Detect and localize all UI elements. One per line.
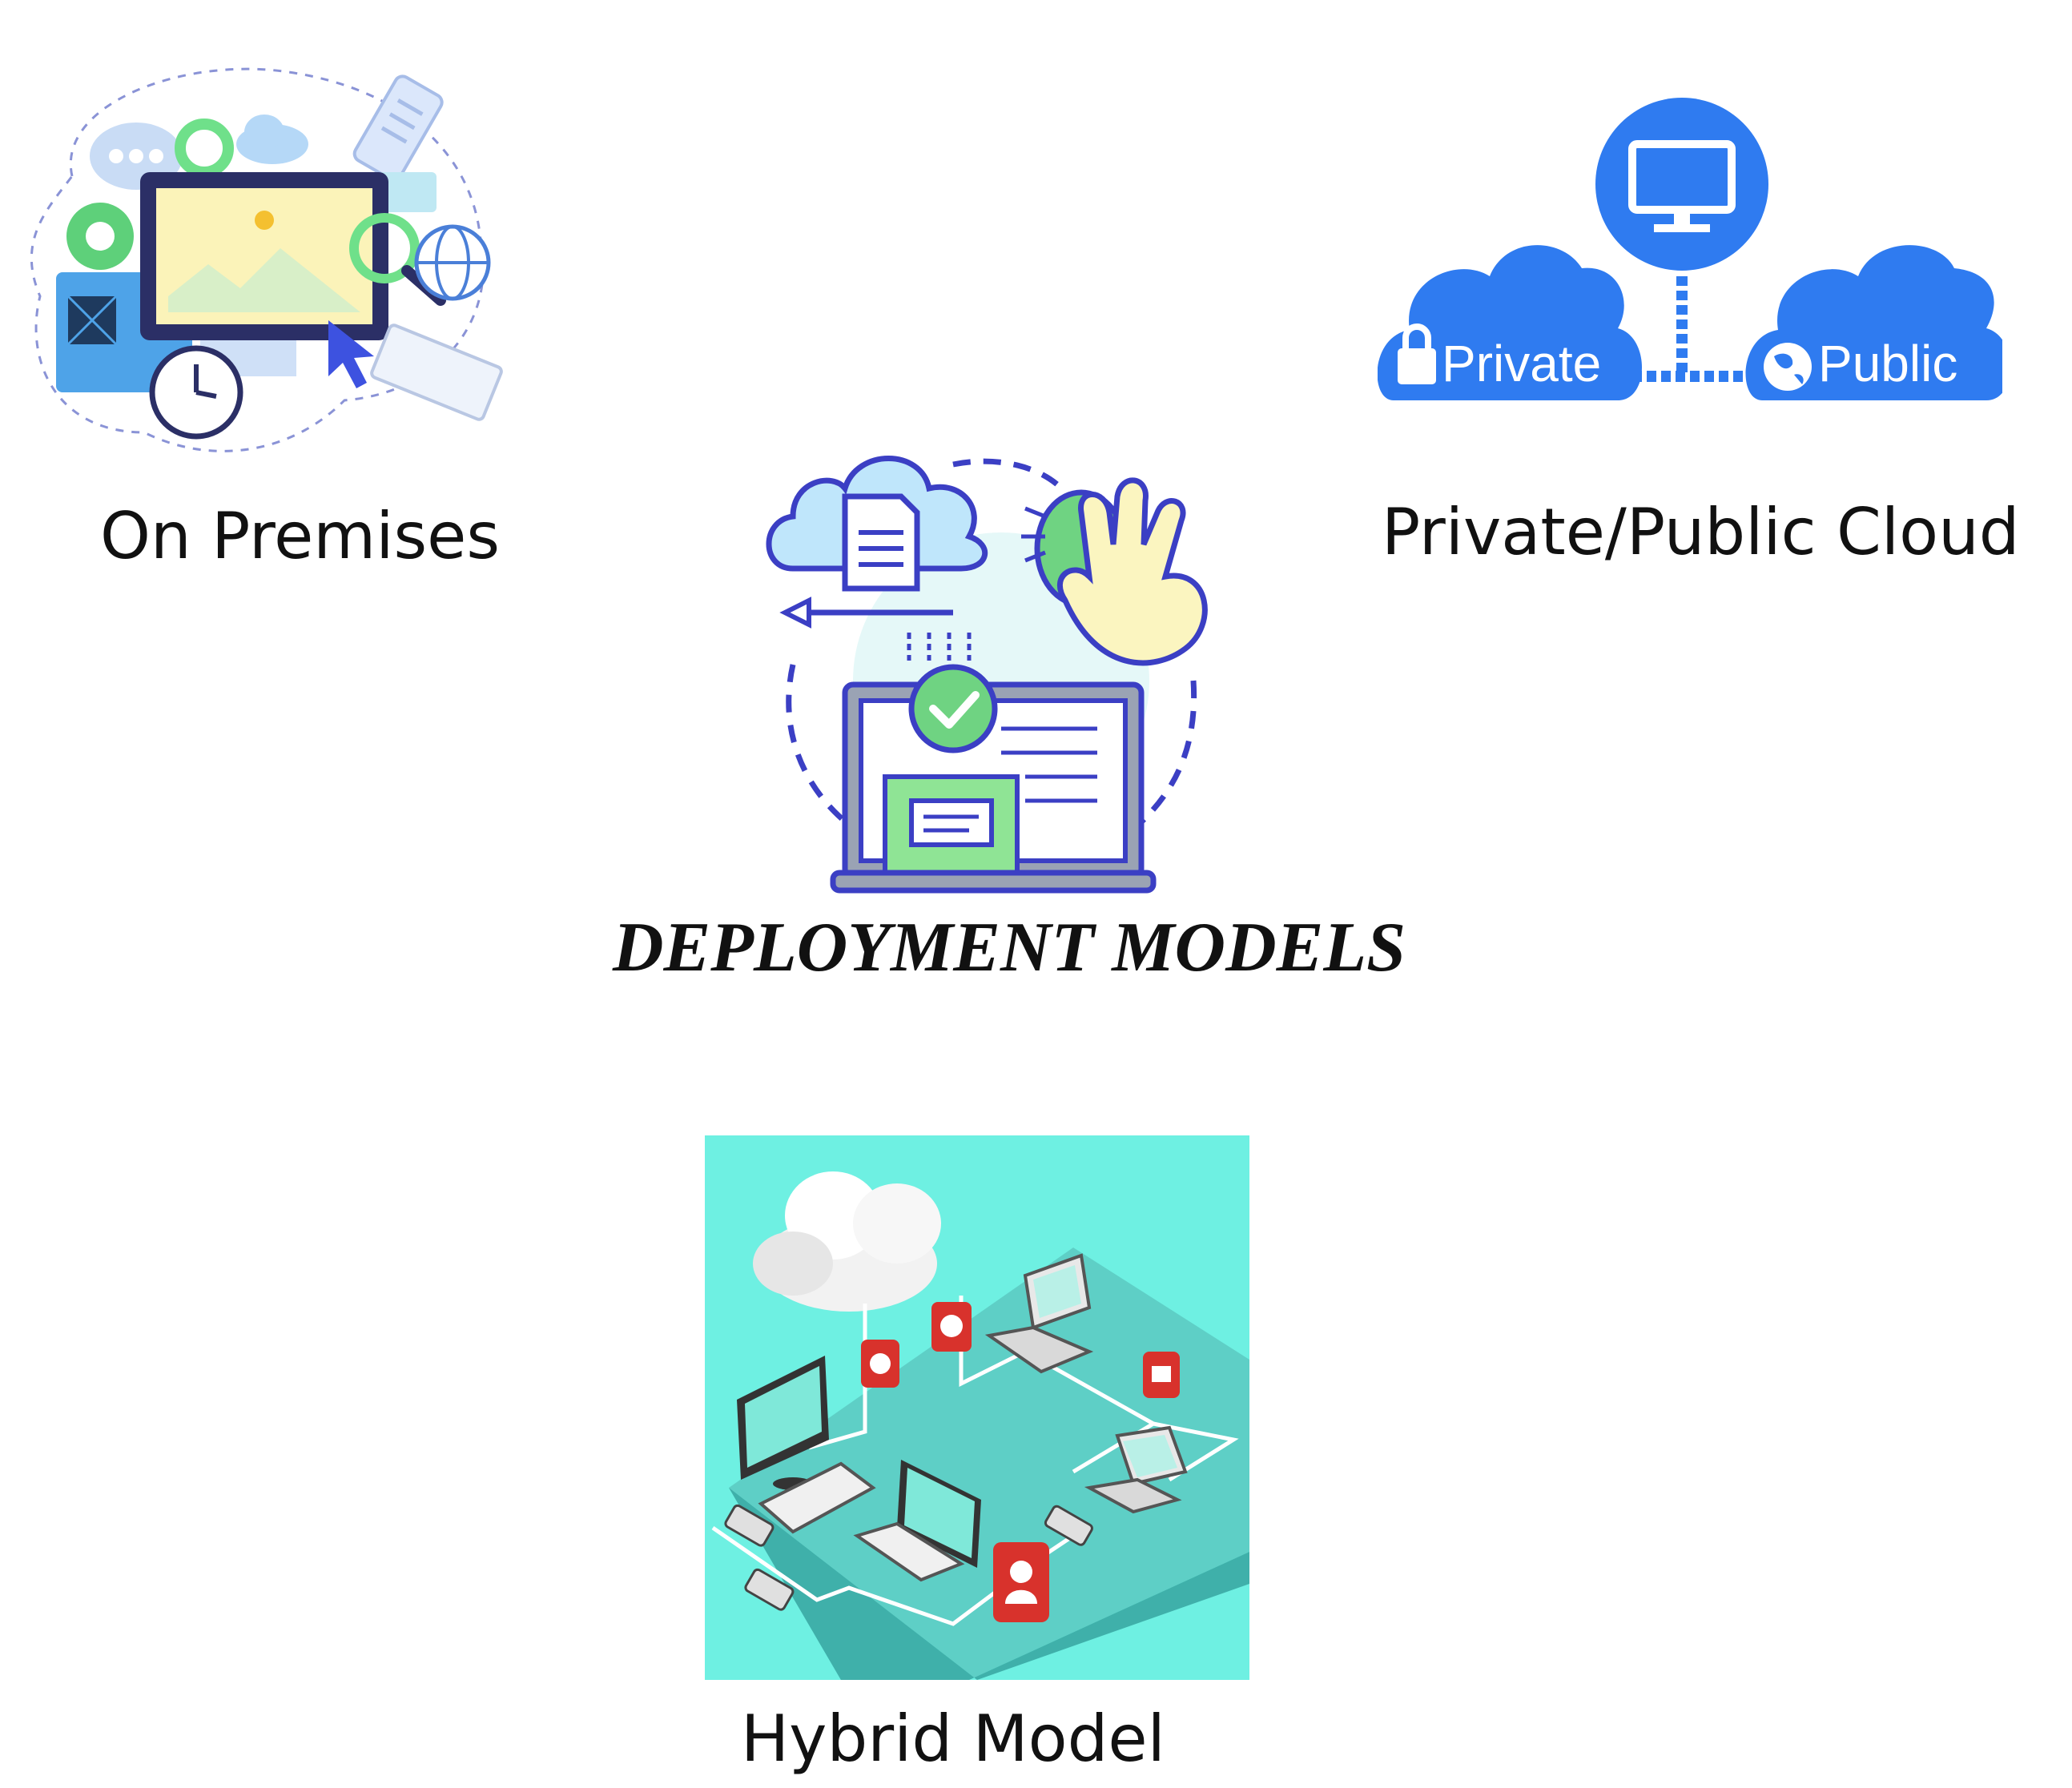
monitor-icon bbox=[737, 1356, 876, 1534]
globe-icon bbox=[414, 224, 491, 301]
user-badge-icon bbox=[993, 1542, 1049, 1622]
private-public-cloud-diagram: Private Public bbox=[1378, 98, 2002, 400]
hybrid-model-illustration bbox=[705, 1135, 1249, 1680]
hybrid-model-label: Hybrid Model bbox=[741, 1702, 1165, 1776]
globe-icon bbox=[1764, 343, 1812, 391]
phone-icon bbox=[352, 74, 444, 182]
security-badge-icon bbox=[1143, 1352, 1180, 1398]
clock-icon bbox=[149, 345, 243, 440]
security-badge-icon bbox=[861, 1340, 899, 1388]
cloud-icon bbox=[753, 1171, 941, 1312]
private-public-cloud-label: Private/Public Cloud bbox=[1382, 495, 2020, 569]
security-badge-icon bbox=[931, 1302, 972, 1352]
monitor-icon bbox=[853, 1460, 981, 1582]
document-icon bbox=[842, 493, 920, 592]
gear-icon bbox=[66, 203, 134, 270]
check-icon bbox=[907, 633, 998, 753]
private-cloud-label: Private bbox=[1442, 335, 1601, 392]
on-premises-illustration bbox=[30, 67, 503, 452]
cursor-icon bbox=[328, 320, 374, 388]
monitor-node bbox=[1595, 98, 1768, 271]
on-premises-label: On Premises bbox=[100, 499, 501, 573]
deployment-illustration bbox=[766, 456, 1208, 894]
arrow-left-icon bbox=[779, 597, 953, 629]
private-cloud: Private bbox=[1378, 245, 1642, 400]
laptop-icon bbox=[984, 1253, 1094, 1374]
public-cloud: Public bbox=[1745, 245, 2002, 400]
laptop-icon bbox=[1084, 1425, 1188, 1514]
cloud-icon bbox=[766, 456, 988, 592]
cloud-icon bbox=[236, 115, 308, 164]
public-cloud-label: Public bbox=[1818, 335, 1957, 392]
page-title: DEPLOYMENT MODELS bbox=[613, 909, 1406, 986]
hand-icon bbox=[1021, 477, 1208, 666]
lock-icon bbox=[1398, 323, 1436, 384]
